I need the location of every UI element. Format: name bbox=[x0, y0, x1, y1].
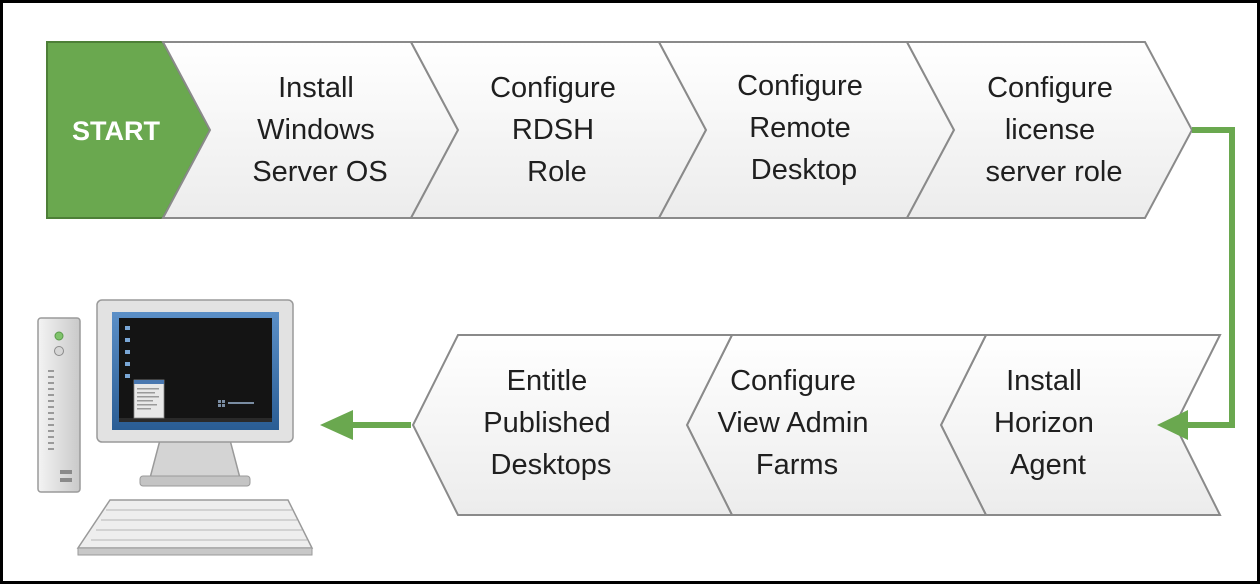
step-line: Horizon bbox=[994, 407, 1094, 439]
row1-step-2: Configure RDSH Role bbox=[409, 41, 708, 219]
tower-case bbox=[37, 317, 81, 493]
step-line: Configure bbox=[490, 72, 616, 104]
step-line: Install bbox=[278, 72, 354, 104]
chevron-shape bbox=[905, 41, 1194, 219]
step-line: Role bbox=[527, 156, 587, 188]
step-label: Configure View Admin Farms bbox=[717, 365, 876, 481]
connector-arrow-down bbox=[1157, 127, 1235, 440]
step-line: View Admin bbox=[717, 407, 868, 439]
chevron-shape bbox=[411, 334, 734, 516]
row1-step-3: Configure Remote Desktop bbox=[657, 41, 956, 219]
step-line: Desktops bbox=[491, 449, 612, 481]
row1-step-1: Install Windows Server OS bbox=[161, 41, 460, 219]
step-line: Configure bbox=[737, 70, 863, 102]
row2-step-3: Entitle Published Desktops bbox=[411, 334, 734, 516]
step-label: Configure RDSH Role bbox=[490, 72, 624, 188]
step-line: Configure bbox=[730, 365, 856, 397]
step-line: Remote bbox=[749, 112, 851, 144]
monitor bbox=[96, 299, 294, 443]
step-line: Desktop bbox=[751, 154, 857, 186]
step-label: Entitle Published Desktops bbox=[483, 365, 618, 481]
start-step: START bbox=[46, 41, 212, 219]
step-line: Server OS bbox=[252, 156, 387, 188]
step-label: Install Windows Server OS bbox=[252, 72, 387, 188]
step-line: Published bbox=[483, 407, 610, 439]
start-label: START bbox=[72, 116, 160, 146]
step-line: Install bbox=[1006, 365, 1082, 397]
step-line: Farms bbox=[756, 449, 838, 481]
step-line: Entitle bbox=[507, 365, 588, 397]
step-label: Install Horizon Agent bbox=[994, 365, 1102, 481]
step-label: Configure Remote Desktop bbox=[737, 70, 871, 186]
arrow-to-computer bbox=[320, 410, 411, 440]
row2-step-2: Configure View Admin Farms bbox=[685, 334, 988, 516]
step-line: Configure bbox=[987, 72, 1113, 104]
keyboard bbox=[76, 499, 314, 556]
step-line: RDSH bbox=[512, 114, 594, 146]
step-line: server role bbox=[986, 156, 1123, 188]
step-label: Configure license server role bbox=[986, 72, 1123, 188]
row2-step-1: Install Horizon Agent bbox=[939, 334, 1222, 516]
row1-step-4: Configure license server role bbox=[905, 41, 1194, 219]
step-line: Windows bbox=[257, 114, 375, 146]
step-line: Agent bbox=[1010, 449, 1086, 481]
desktop-computer-icon bbox=[37, 299, 314, 556]
step-line: license bbox=[1005, 114, 1095, 146]
